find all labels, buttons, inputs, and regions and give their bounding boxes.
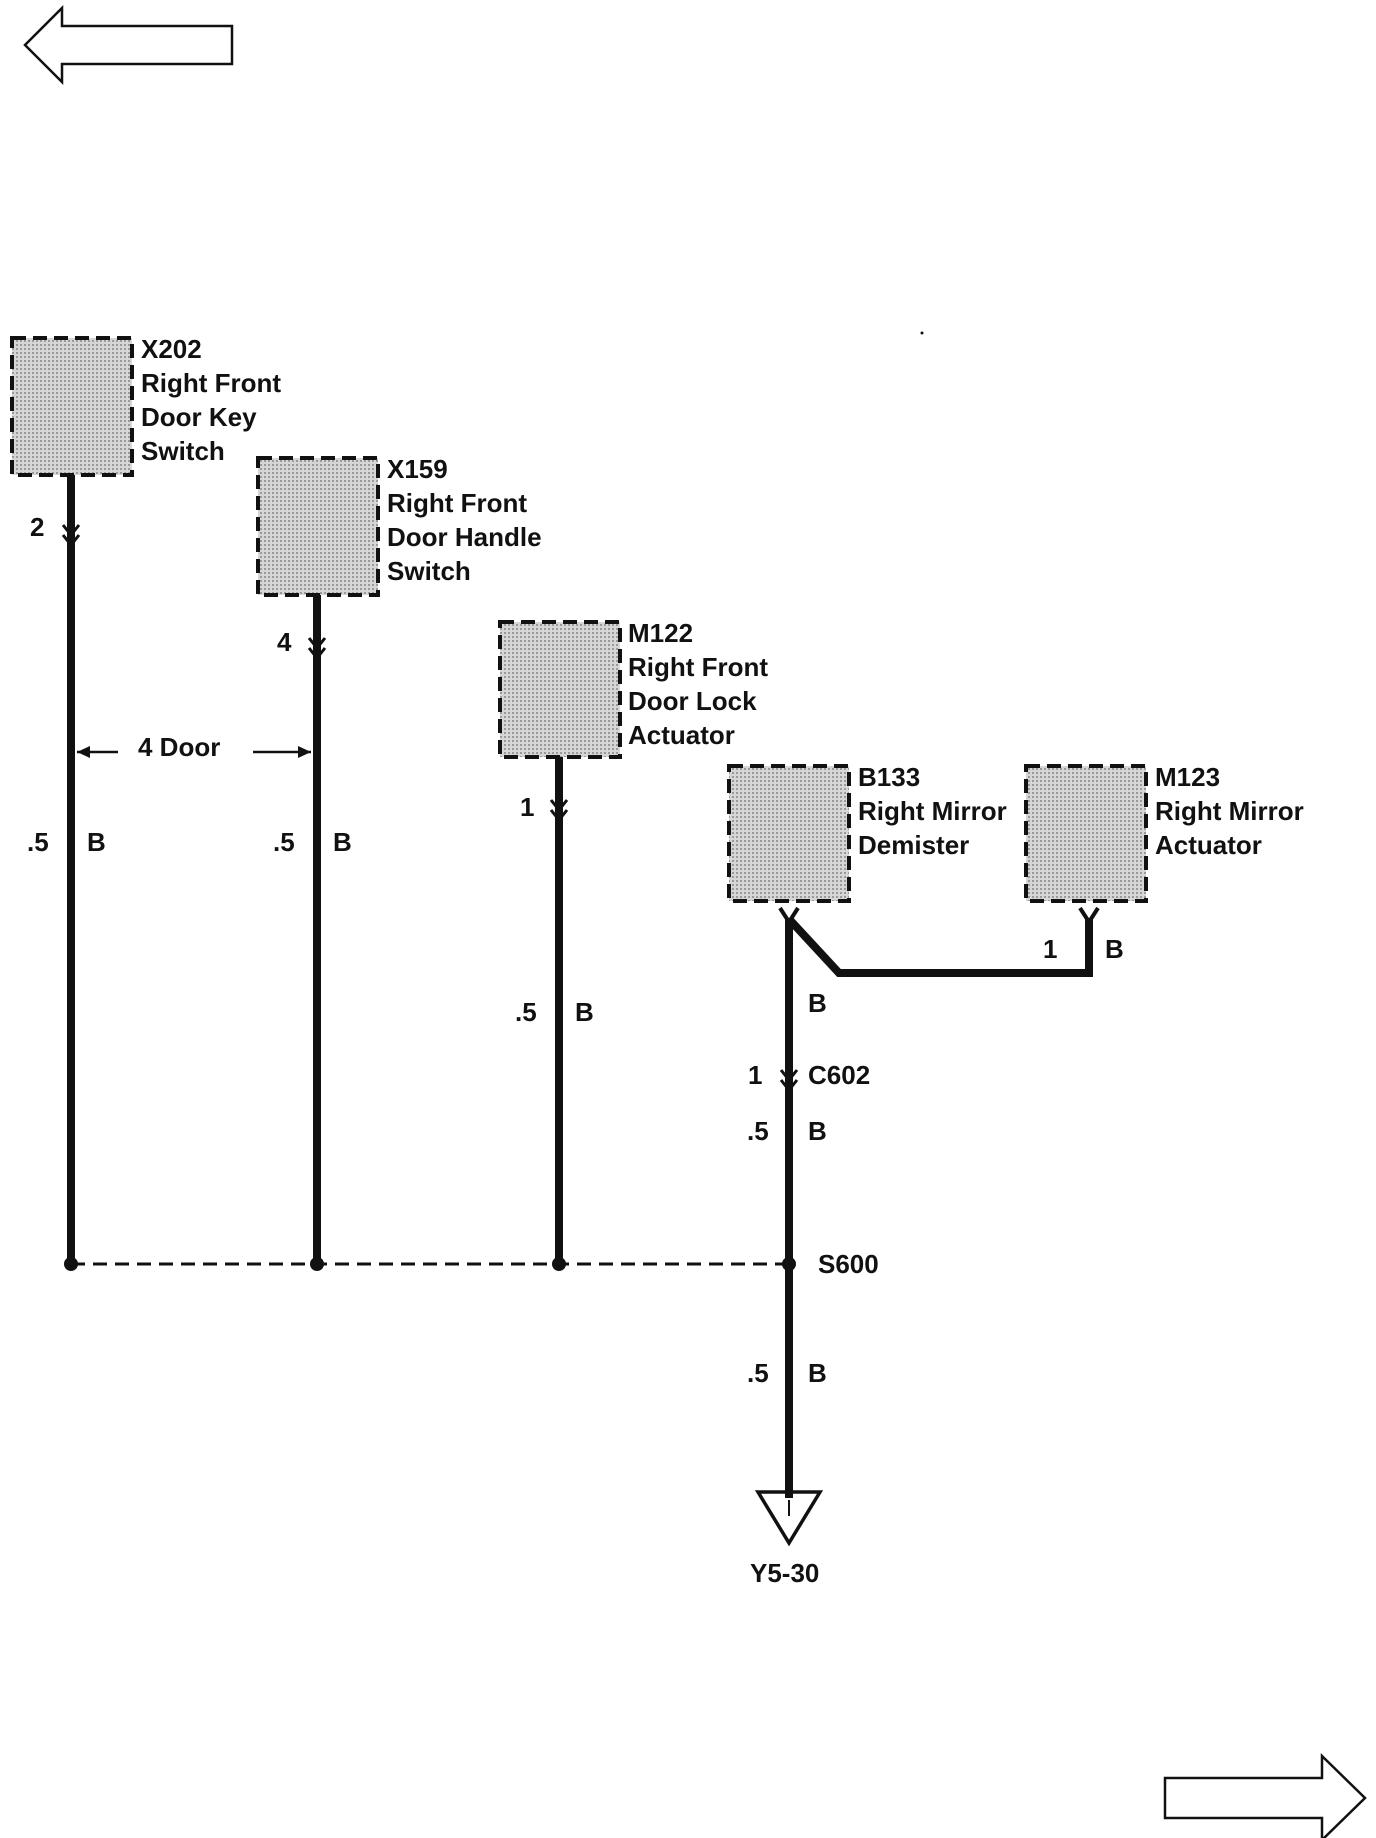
gauge-c602: .5: [747, 1116, 769, 1146]
x202-line2: Door Key: [141, 402, 257, 432]
b133-id: B133: [858, 762, 920, 792]
color-m123: B: [1105, 934, 1124, 964]
x159-line3: Switch: [387, 556, 471, 586]
m122-line1: Right Front: [628, 652, 768, 682]
pin-x202: 2: [30, 512, 44, 542]
wire-m123-branch: [786, 916, 1093, 977]
m123-line2: Actuator: [1155, 830, 1262, 860]
connector-pin-m123: [1078, 906, 1100, 926]
x202-line3: Switch: [141, 436, 225, 466]
option-arrowhead-right: [298, 746, 311, 758]
speck: [920, 331, 924, 335]
color-m122: B: [575, 997, 594, 1027]
b133-line1: Right Mirror: [858, 796, 1007, 826]
connector-pin-c602: [779, 1069, 799, 1093]
pin-m123: 1: [1043, 934, 1057, 964]
connector-pin-b133: [778, 906, 800, 926]
color-x159: B: [333, 827, 352, 857]
gauge-ground: .5: [747, 1358, 769, 1388]
x159-id: X159: [387, 454, 448, 484]
x202-line1: Right Front: [141, 368, 281, 398]
connector-c602-label: C602: [808, 1060, 870, 1090]
color-b133: B: [808, 988, 827, 1018]
m123-line1: Right Mirror: [1155, 796, 1304, 826]
m123-id: M123: [1155, 762, 1220, 792]
gauge-x202: .5: [27, 827, 49, 857]
b133-line2: Demister: [858, 830, 969, 860]
m122-line3: Actuator: [628, 720, 735, 750]
pin-m122: 1: [520, 792, 534, 822]
component-m122-box[interactable]: [498, 620, 622, 759]
component-m123-box[interactable]: [1024, 764, 1148, 903]
component-b133-box[interactable]: [727, 764, 851, 903]
pin-c602: 1: [748, 1060, 762, 1090]
m122-line2: Door Lock: [628, 686, 757, 716]
component-x159-box[interactable]: [256, 456, 380, 597]
connector-pin-x159: [307, 637, 327, 661]
x202-id: X202: [141, 334, 202, 364]
connector-pin-x202: [61, 524, 81, 548]
m122-id: M122: [628, 618, 693, 648]
color-x202: B: [87, 827, 106, 857]
color-c602: B: [808, 1116, 827, 1146]
splice-dot-2: [310, 1257, 324, 1271]
ground-y5-30-label: Y5-30: [750, 1558, 819, 1588]
connector-pin-m122: [549, 799, 569, 823]
pin-x159: 4: [277, 627, 292, 657]
component-x202-box[interactable]: [10, 336, 134, 477]
option-arrowhead-left: [77, 746, 90, 758]
splice-dot-3: [552, 1257, 566, 1271]
gauge-x159: .5: [273, 827, 295, 857]
color-ground: B: [808, 1358, 827, 1388]
option-4-door: 4 Door: [138, 732, 220, 762]
splice-s600-label: S600: [818, 1249, 879, 1279]
splice-dot-1: [64, 1257, 78, 1271]
gauge-m122: .5: [515, 997, 537, 1027]
forward-arrow-icon[interactable]: [1163, 1753, 1367, 1838]
ground-icon: [754, 1490, 824, 1547]
x159-line2: Door Handle: [387, 522, 542, 552]
splice-dot-4: [782, 1257, 796, 1271]
back-arrow-icon[interactable]: [23, 4, 234, 86]
x159-line1: Right Front: [387, 488, 527, 518]
